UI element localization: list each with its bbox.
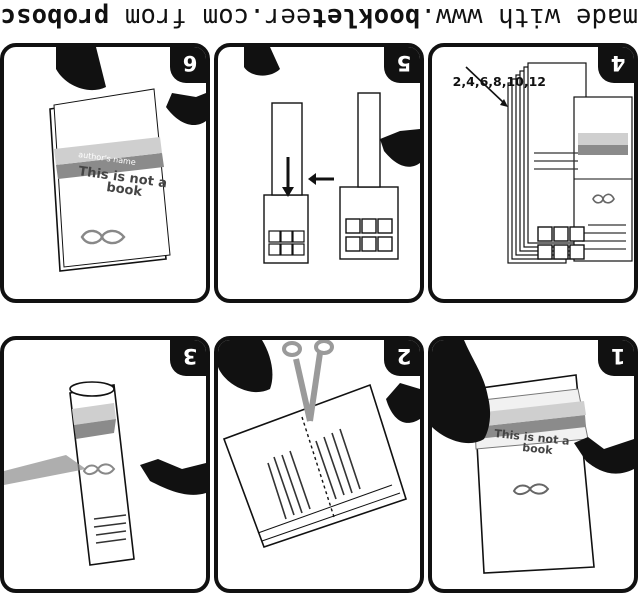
credit-maker: proboscis <box>0 2 109 32</box>
step-panel-5: 5 <box>214 43 424 303</box>
step-panel-4: 2,4,6,8,10,12 4 <box>428 43 638 303</box>
left-hand-icon <box>166 93 206 125</box>
credit-prefix: made with www. <box>420 2 638 32</box>
step-number-1: 1 <box>598 336 638 376</box>
right-hand-icon <box>56 47 106 90</box>
stapler-block <box>340 93 398 259</box>
printed-sheet <box>224 385 406 547</box>
step-panel-6: This is not a book author's name 6 <box>0 43 210 303</box>
left-hand-icon <box>386 383 420 423</box>
step-number-5: 5 <box>384 43 424 83</box>
booklet-cover <box>474 375 594 573</box>
credit-footer: made with www.bookleteer.com from probos… <box>0 2 638 32</box>
right-hand-icon <box>244 47 280 76</box>
shadow-band <box>4 455 86 485</box>
step-panel-3: 3 <box>0 336 210 593</box>
left-hand-icon <box>140 459 206 495</box>
step-number-2: 2 <box>384 336 424 376</box>
right-hand-icon <box>432 340 490 443</box>
step-number-3: 3 <box>170 336 210 376</box>
step-panel-1: This is not a book 1 <box>428 336 638 593</box>
step-number-4: 4 <box>598 43 638 83</box>
pages-label: 2,4,6,8,10,12 <box>453 74 546 89</box>
credit-suffix: eer.com from <box>109 2 311 32</box>
step-panel-2: 2 <box>214 336 424 593</box>
credit-brand: booklet <box>311 2 420 32</box>
left-hand-icon <box>380 129 420 167</box>
right-hand-icon <box>218 340 272 392</box>
step-number-6: 6 <box>170 43 210 83</box>
